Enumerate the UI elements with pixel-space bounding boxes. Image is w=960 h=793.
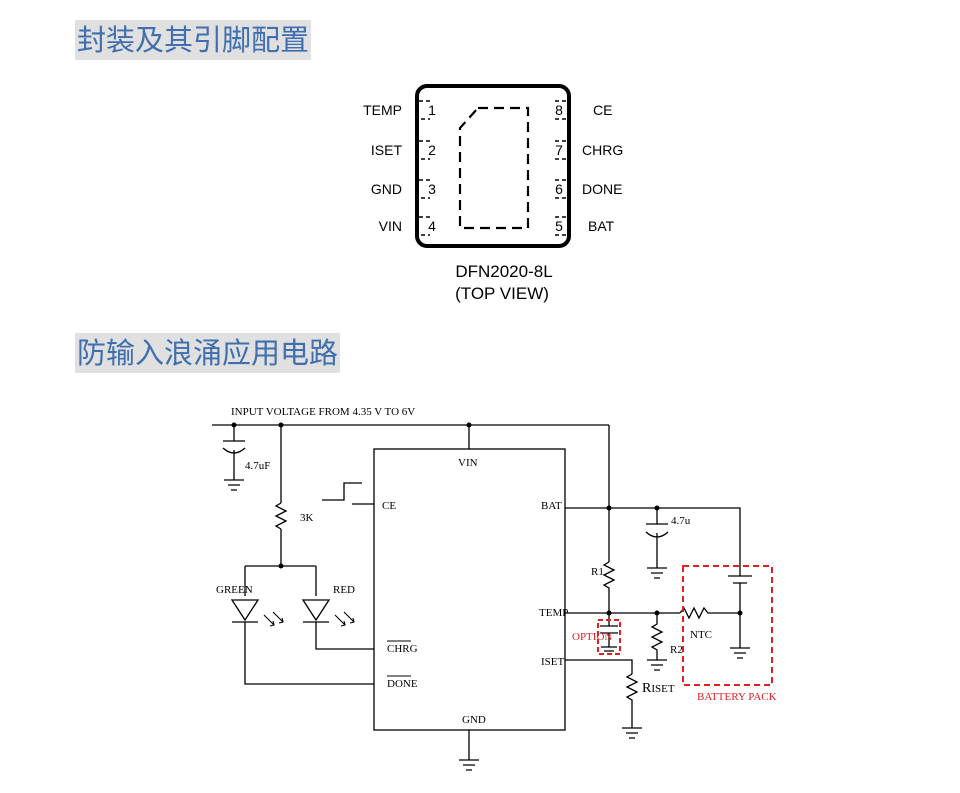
green-led-label: GREEN bbox=[216, 584, 253, 596]
pin-3-number: 3 bbox=[428, 181, 436, 197]
input-cap-ground-icon bbox=[224, 479, 244, 491]
pin-chrg-label: CHRG bbox=[387, 643, 418, 655]
pin-5-name: BAT bbox=[588, 218, 615, 234]
option-box bbox=[597, 619, 621, 655]
package-name: DFN2020-8L bbox=[455, 262, 552, 281]
battery-pack-box bbox=[682, 565, 773, 686]
green-led-icon bbox=[230, 599, 260, 623]
pin-iset-label: ISET bbox=[541, 656, 565, 668]
option-ground-icon bbox=[601, 646, 617, 652]
red-led-icon bbox=[301, 599, 331, 623]
left-pin-pads bbox=[416, 100, 430, 236]
cap-in-label: 4.7uF bbox=[245, 460, 270, 472]
riset-ground-icon bbox=[622, 727, 642, 739]
option-label: OPTION bbox=[572, 631, 612, 643]
pin-6-number: 6 bbox=[555, 181, 563, 197]
pin-2-number: 2 bbox=[428, 142, 436, 158]
r1-label: R1 bbox=[591, 566, 604, 578]
resistor-3k bbox=[274, 502, 288, 530]
pin-1-number: 1 bbox=[428, 102, 436, 118]
pin-2-name: ISET bbox=[371, 142, 403, 158]
ic-body bbox=[373, 448, 566, 731]
input-voltage-label: INPUT VOLTAGE FROM 4.35 V TO 6V bbox=[231, 406, 415, 418]
exposed-pad-outline bbox=[458, 106, 530, 230]
right-pin-pads bbox=[555, 100, 570, 236]
pin-8-name: CE bbox=[593, 102, 612, 118]
battery-icon bbox=[728, 575, 752, 648]
ic-ground-icon bbox=[459, 759, 479, 771]
pin-6-name: DONE bbox=[582, 181, 622, 197]
r2-ground-icon bbox=[647, 659, 667, 671]
ntc-label: NTC bbox=[690, 629, 712, 641]
pin-3-name: GND bbox=[371, 181, 402, 197]
package-outline bbox=[415, 84, 571, 248]
red-led-label: RED bbox=[333, 584, 355, 596]
resistor-r1 bbox=[602, 561, 616, 613]
resistor-riset bbox=[625, 673, 639, 728]
ce-step-signal bbox=[322, 482, 374, 505]
ntc-thermistor bbox=[679, 606, 740, 620]
pin-ce-label: CE bbox=[382, 500, 396, 512]
package-view: (TOP VIEW) bbox=[455, 284, 549, 303]
pin-vin-label: VIN bbox=[458, 457, 478, 469]
bat-cap-ground-icon bbox=[647, 567, 667, 579]
battery-ground-icon bbox=[730, 647, 750, 659]
pin-7-name: CHRG bbox=[582, 142, 623, 158]
cap-bat-label: 4.7u bbox=[671, 515, 691, 527]
pin-bat-label: BAT bbox=[541, 500, 562, 512]
pin-8-number: 8 bbox=[555, 102, 563, 118]
input-capacitor bbox=[222, 440, 246, 480]
circuit-heading: 防输入浪涌应用电路 bbox=[75, 333, 341, 373]
riset-label: RISET bbox=[642, 681, 675, 696]
r2-label: R2 bbox=[670, 644, 683, 656]
pin-done-label: DONE bbox=[387, 678, 418, 690]
pin-4-number: 4 bbox=[428, 218, 436, 234]
resistor-3k-label: 3K bbox=[300, 512, 314, 524]
pin-1-name: TEMP bbox=[363, 102, 402, 118]
resistor-r2 bbox=[650, 613, 664, 660]
pin-5-number: 5 bbox=[555, 218, 563, 234]
pin-gnd-label: GND bbox=[462, 714, 486, 726]
pin-7-number: 7 bbox=[555, 142, 563, 158]
battery-pack-label: BATTERY PACK bbox=[697, 691, 777, 703]
package-heading: 封装及其引脚配置 bbox=[75, 20, 312, 60]
pin-temp-label: TEMP bbox=[539, 607, 568, 619]
pin-4-name: VIN bbox=[379, 218, 402, 234]
bat-capacitor bbox=[645, 523, 669, 568]
